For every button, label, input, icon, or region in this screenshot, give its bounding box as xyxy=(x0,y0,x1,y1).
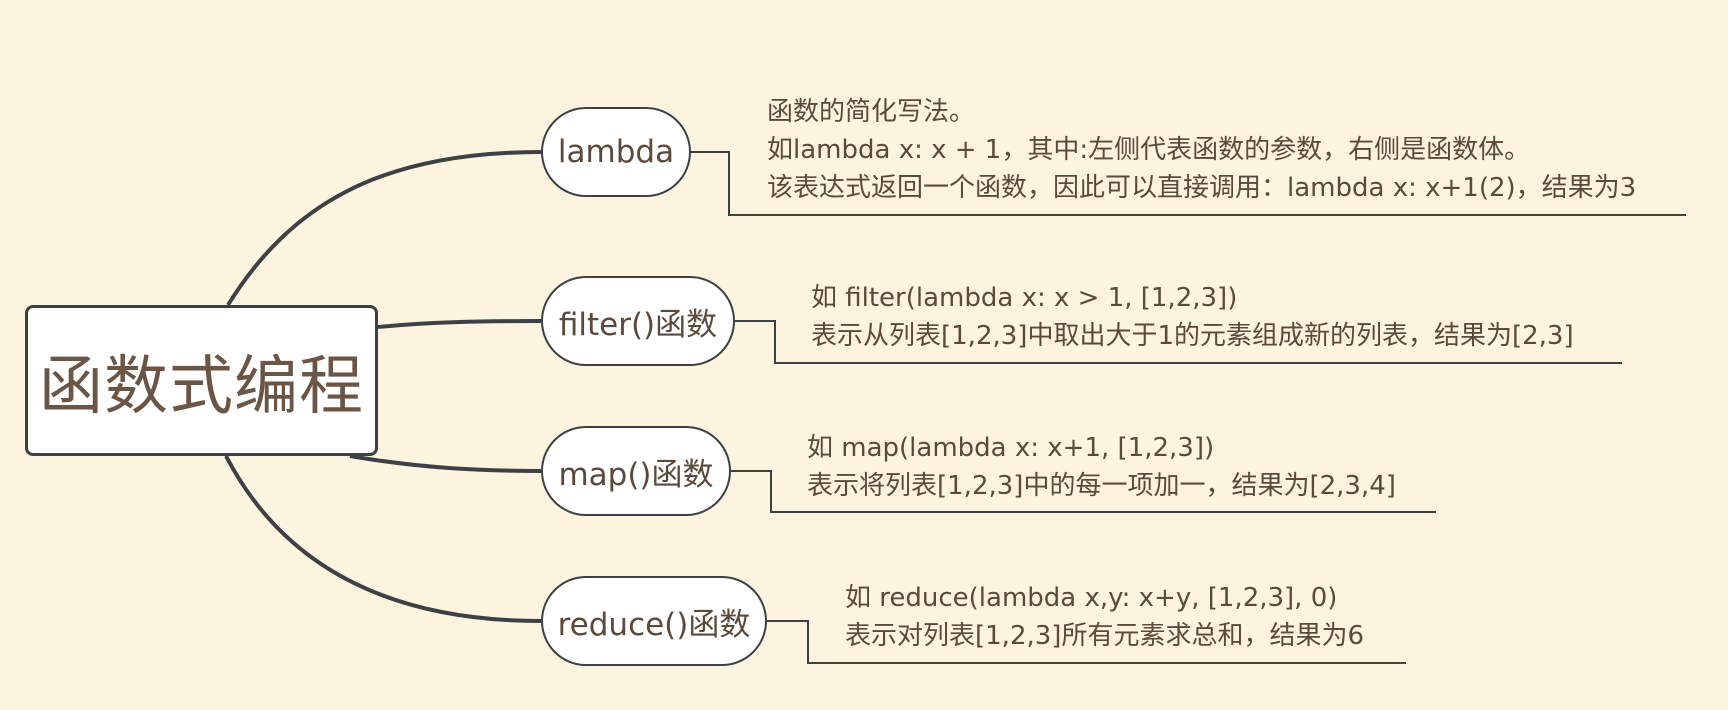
note-line: 如 map(lambda x: x+1, [1,2,3]) xyxy=(807,433,1215,463)
note-map: 如 map(lambda x: x+1, [1,2,3]) 表示将列表[1,2,… xyxy=(807,429,1396,505)
topic-label: filter()函数 xyxy=(558,306,718,343)
note-bracket-reduce xyxy=(767,620,1406,664)
connector-root-lambda xyxy=(226,150,542,307)
connector-root-reduce xyxy=(224,455,542,623)
note-lambda: 函数的简化写法。 如lambda x: x + 1，其中:左侧代表函数的参数，右… xyxy=(767,93,1636,207)
topic-lambda[interactable]: lambda xyxy=(541,107,691,197)
note-bracket-map xyxy=(731,470,1436,513)
note-bracket-lambda xyxy=(691,151,1686,216)
connector-root-filter xyxy=(377,319,542,329)
note-line: 如lambda x: x + 1，其中:左侧代表函数的参数，右侧是函数体。 xyxy=(767,135,1531,165)
topic-map[interactable]: map()函数 xyxy=(541,426,731,516)
note-line: 表示将列表[1,2,3]中的每一项加一，结果为[2,3,4] xyxy=(807,471,1396,501)
note-line: 表示从列表[1,2,3]中取出大于1的元素组成新的列表，结果为[2,3] xyxy=(811,321,1574,351)
root-node[interactable]: 函数式编程 xyxy=(25,305,378,456)
note-line: 如 filter(lambda x: x > 1, [1,2,3]) xyxy=(811,283,1238,313)
topic-label: reduce()函数 xyxy=(557,606,751,643)
note-line: 如 reduce(lambda x,y: x+y, [1,2,3], 0) xyxy=(845,583,1338,613)
note-filter: 如 filter(lambda x: x > 1, [1,2,3]) 表示从列表… xyxy=(811,279,1574,355)
note-line: 函数的简化写法。 xyxy=(767,97,976,127)
root-label: 函数式编程 xyxy=(39,349,364,424)
note-reduce: 如 reduce(lambda x,y: x+y, [1,2,3], 0) 表示… xyxy=(845,579,1364,655)
note-bracket-filter xyxy=(735,320,1622,364)
connector-root-map xyxy=(349,454,542,473)
topic-label: map()函数 xyxy=(558,456,714,493)
note-line: 表示对列表[1,2,3]所有元素求总和，结果为6 xyxy=(845,621,1364,651)
topic-reduce[interactable]: reduce()函数 xyxy=(541,576,767,666)
topic-filter[interactable]: filter()函数 xyxy=(541,276,735,366)
topic-label: lambda xyxy=(557,134,675,170)
note-line: 该表达式返回一个函数，因此可以直接调用：lambda x: x+1(2)，结果为… xyxy=(767,173,1637,203)
